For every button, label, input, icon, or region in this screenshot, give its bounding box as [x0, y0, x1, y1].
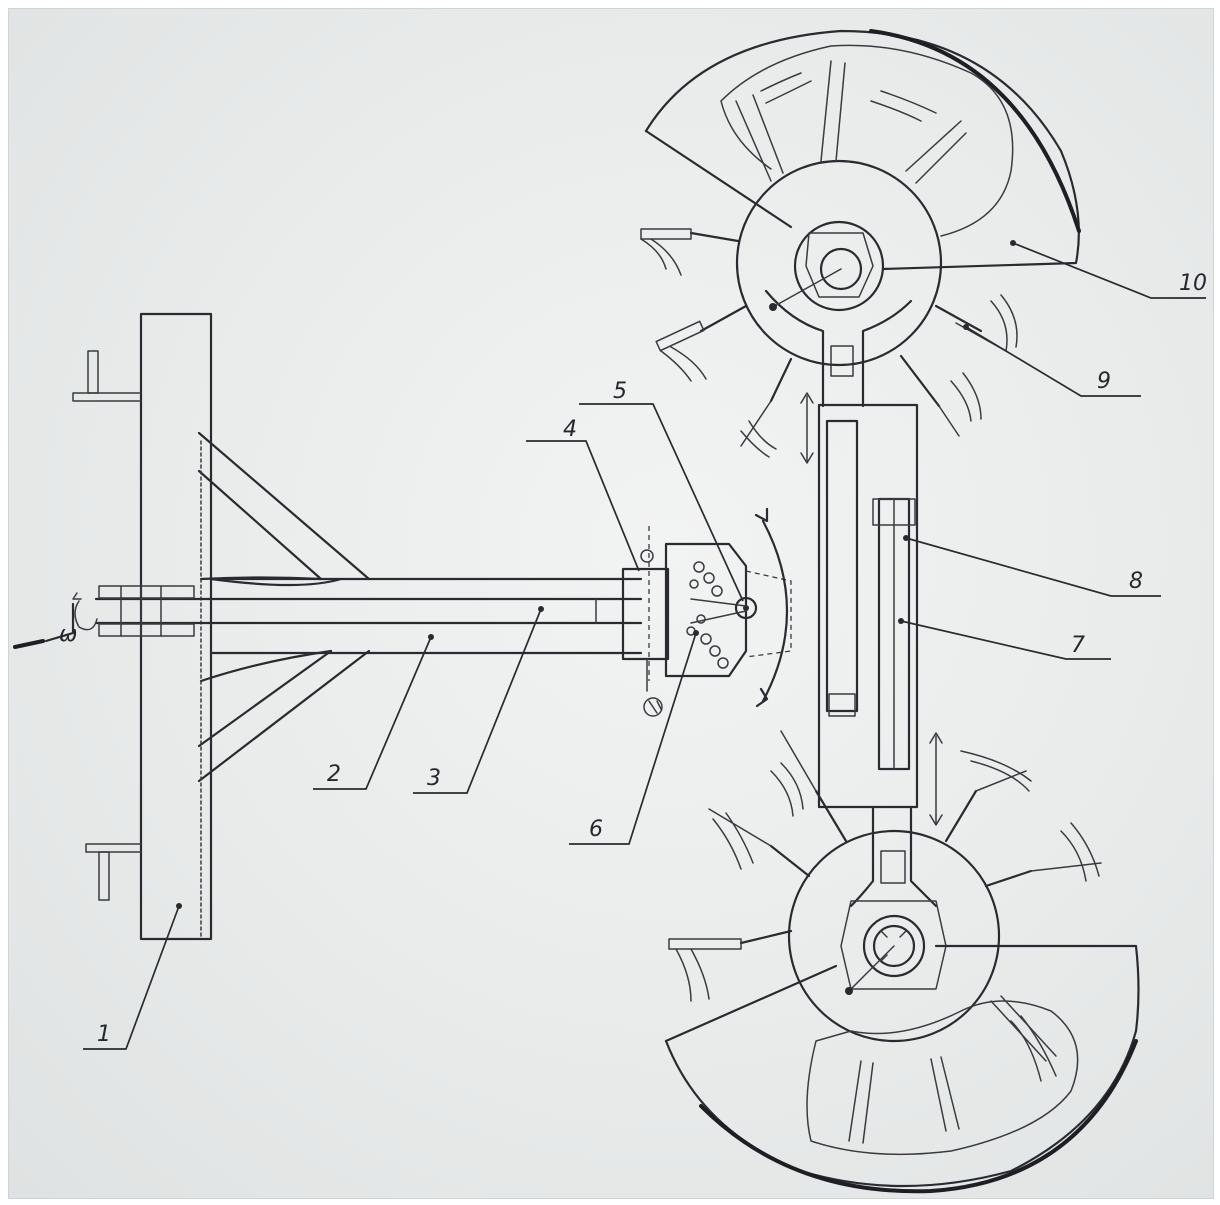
callout-6: 6	[569, 630, 699, 845]
callout-5-label: 5	[613, 379, 627, 404]
callout-5: 5	[579, 379, 744, 602]
callout-2-label: 2	[327, 762, 341, 787]
diagonal-braces	[197, 431, 371, 940]
rotation-symbol: ω	[59, 622, 77, 647]
callout-3-label: 3	[427, 766, 441, 791]
callout-4-label: 4	[563, 417, 577, 442]
callout-10-label: 10	[1179, 271, 1207, 296]
callout-1-label: 1	[97, 1022, 111, 1047]
callout-9: 9	[963, 324, 1141, 397]
callout-4: 4	[526, 417, 640, 572]
index-plate	[664, 542, 792, 678]
coupling-bracket	[621, 526, 670, 717]
motion-arrows	[800, 392, 943, 826]
callout-9-label: 9	[1097, 369, 1111, 394]
lower-wheel	[664, 730, 1140, 1194]
callout-8: 8	[903, 535, 1161, 597]
callout-8-label: 8	[1129, 569, 1143, 594]
main-beam	[209, 577, 643, 655]
callout-7: 7	[898, 618, 1111, 660]
callout-3: 3	[413, 606, 544, 794]
callout-1: 1	[83, 903, 182, 1050]
rotation-arrow	[754, 507, 789, 708]
callout-6-label: 6	[589, 817, 603, 842]
drawing-sheet: 1 2 3 4 5 6 7 8 9 10	[8, 8, 1214, 1199]
callout-2: 2	[313, 634, 434, 790]
hand-crank	[13, 592, 98, 649]
upper-wheel	[640, 29, 1081, 458]
callout-7-label: 7	[1071, 633, 1085, 658]
drive-shaft	[94, 585, 643, 637]
slide-housing	[817, 403, 919, 809]
mechanism-sketch: 1 2 3 4 5 6 7 8 9 10	[13, 29, 1207, 1194]
callout-10: 10	[1010, 240, 1207, 299]
